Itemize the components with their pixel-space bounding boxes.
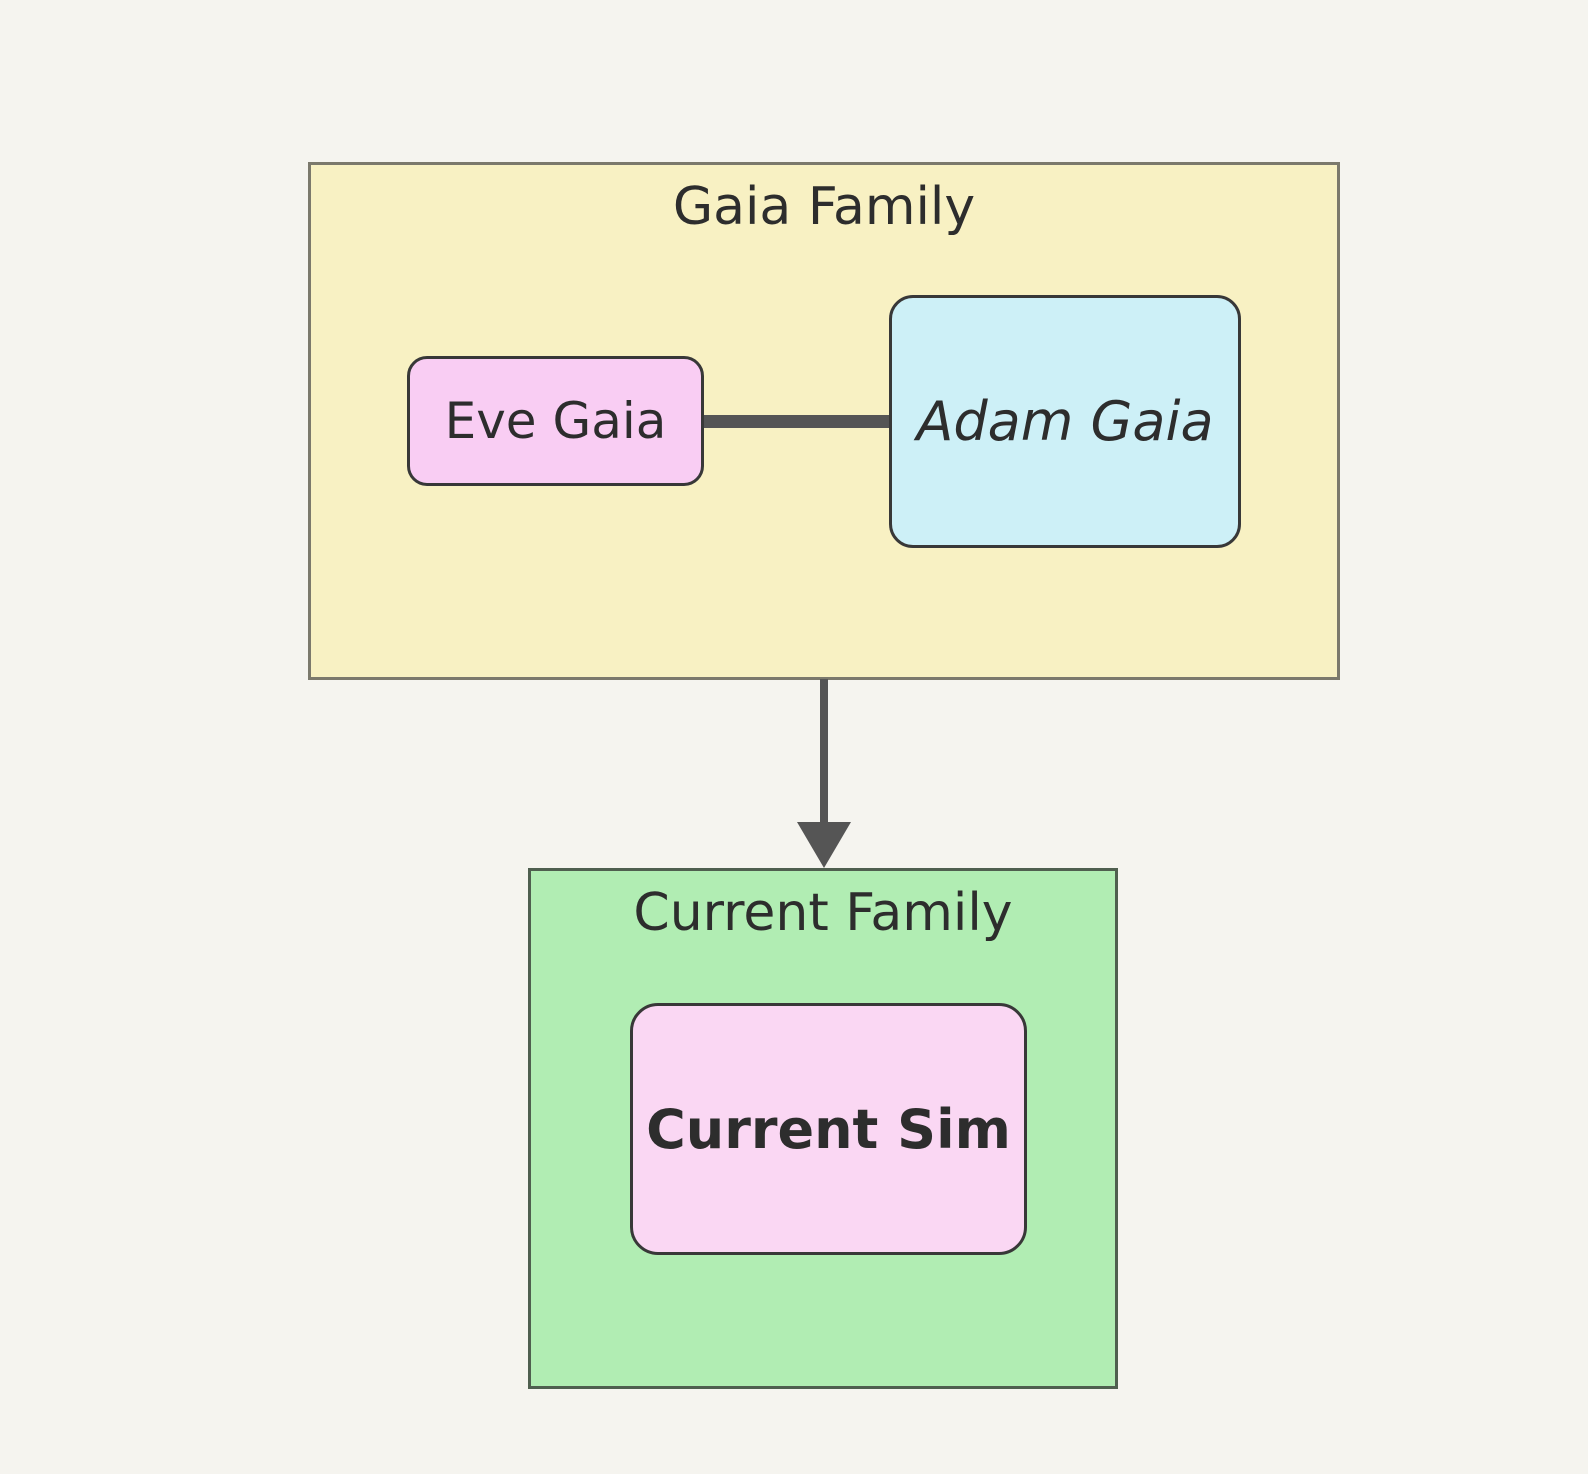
node-current-sim-label: Current Sim xyxy=(646,1097,1011,1161)
node-current-sim: Current Sim xyxy=(630,1003,1027,1255)
node-eve-gaia-label: Eve Gaia xyxy=(444,392,667,450)
cluster-current-family-title: Current Family xyxy=(633,883,1013,943)
node-eve-gaia: Eve Gaia xyxy=(407,356,704,486)
cluster-gaia-family-title: Gaia Family xyxy=(672,177,976,237)
edge-gaia-to-current-arrowhead-icon xyxy=(797,822,851,868)
node-adam-gaia-label: Adam Gaia xyxy=(916,390,1214,453)
edge-eve-adam-thick-link xyxy=(704,415,890,428)
cluster-gaia-family: Gaia Family Eve Gaia Adam Gaia xyxy=(308,162,1340,680)
node-adam-gaia: Adam Gaia xyxy=(889,295,1241,548)
cluster-current-family: Current Family Current Sim xyxy=(528,868,1118,1389)
edge-gaia-to-current-shaft xyxy=(820,679,828,825)
